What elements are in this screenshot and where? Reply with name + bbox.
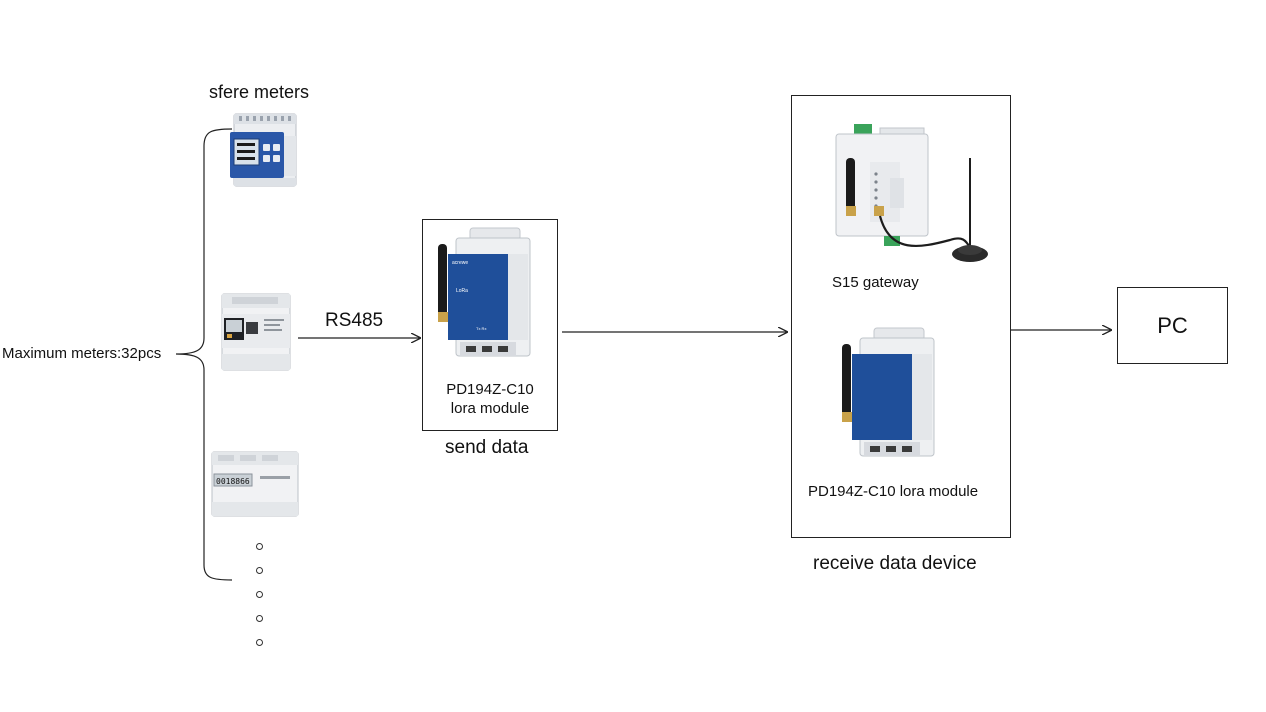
module-status-text: Tx Rx (476, 326, 486, 331)
meter-group-brace (175, 128, 233, 581)
gateway-label: S15 gateway (832, 274, 919, 291)
lora-module-image: acrewe LoRa Tx Rx (432, 226, 534, 371)
max-meters-label: Maximum meters:32pcs (2, 345, 162, 362)
continuation-dot (256, 543, 263, 550)
continuation-dot (256, 591, 263, 598)
module-brand-text: acrewe (452, 260, 468, 266)
send-module-name: PD194Z-C10 (446, 381, 534, 398)
continuation-dot (256, 567, 263, 574)
receive-device-label: receive data device (813, 553, 977, 574)
pc-box: PC (1117, 287, 1228, 364)
send-module-type: lora module (450, 400, 530, 417)
continuation-dot (256, 615, 263, 622)
receive-module-label: PD194Z-C10 lora module (808, 483, 979, 500)
meters-title: sfere meters (209, 82, 310, 102)
receive-lora-module-image (836, 326, 938, 471)
module-port-text: LoRa (456, 288, 468, 294)
din-rail-energy-meter-image (218, 292, 294, 377)
three-phase-meter-image: 0018866 (208, 450, 300, 525)
send-data-label: send data (445, 437, 529, 458)
meter-lcd-reading: 0018866 (216, 477, 250, 486)
continuation-dot (256, 639, 263, 646)
rs485-label: RS485 (325, 310, 384, 331)
multifunction-meter-image (226, 112, 298, 195)
s15-gateway-image (830, 122, 992, 273)
pc-label: PC (1157, 312, 1188, 338)
